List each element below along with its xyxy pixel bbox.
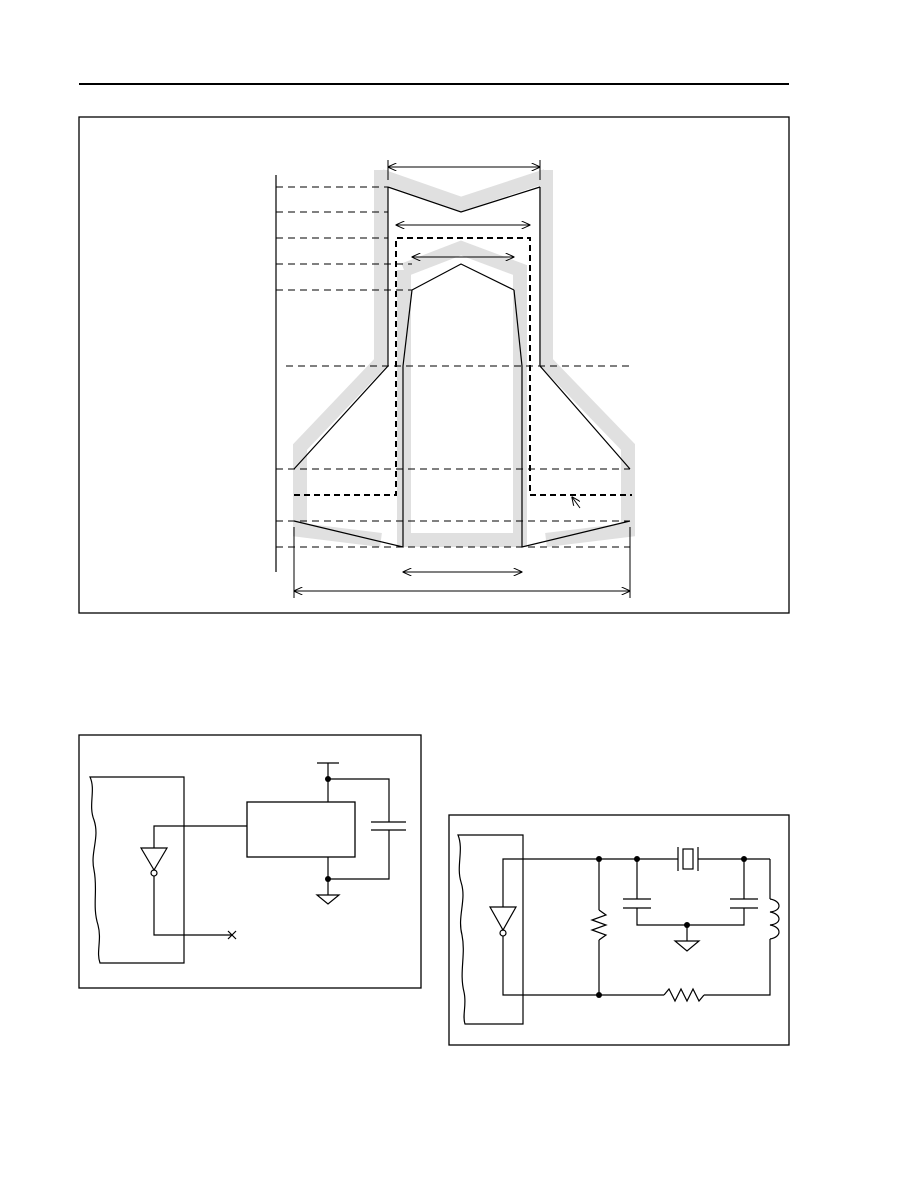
no-connect-mark xyxy=(227,930,237,940)
bypass-bottom-wire xyxy=(328,830,390,880)
inverter-symbol xyxy=(488,906,518,937)
chip-outline xyxy=(89,776,185,964)
junction xyxy=(325,876,331,882)
bypass-capacitor xyxy=(371,821,406,831)
outer-limit-waveform xyxy=(293,186,631,470)
inductor-coil xyxy=(769,898,780,940)
load-capacitor-left xyxy=(623,898,651,909)
reference-levels xyxy=(276,186,630,548)
inductor-return-wire xyxy=(704,939,771,996)
series-resistor xyxy=(663,987,705,1003)
input-wire xyxy=(502,858,670,907)
pointer-arrow xyxy=(572,497,581,509)
external-oscillator-figure xyxy=(78,734,422,989)
waveform-timing-figure xyxy=(78,116,790,614)
output-wire-no-connect xyxy=(153,876,232,936)
crystal-oscillator-figure xyxy=(448,814,790,1046)
nominal-pulse xyxy=(294,237,632,496)
ground-symbol xyxy=(315,894,341,905)
bypass-top-wire xyxy=(328,778,390,822)
dimension-arrows xyxy=(293,160,631,598)
feedback-resistor xyxy=(590,909,608,941)
inverter-symbol xyxy=(139,847,169,877)
cap-ground-wire xyxy=(636,908,745,926)
output-wire xyxy=(502,936,664,996)
ground-symbol xyxy=(673,940,701,952)
inner-limit-waveform xyxy=(293,263,631,548)
figure-frame xyxy=(448,814,790,1046)
load-capacitor-right xyxy=(730,898,758,909)
oscillator-module xyxy=(246,801,356,858)
tolerance-band xyxy=(293,169,635,547)
chip-outline xyxy=(457,834,524,1025)
figure-frame xyxy=(78,116,790,614)
junction xyxy=(596,992,602,998)
junction xyxy=(596,856,602,862)
input-wire xyxy=(153,825,247,848)
figure-frame xyxy=(78,734,422,989)
crystal-symbol xyxy=(670,847,770,871)
